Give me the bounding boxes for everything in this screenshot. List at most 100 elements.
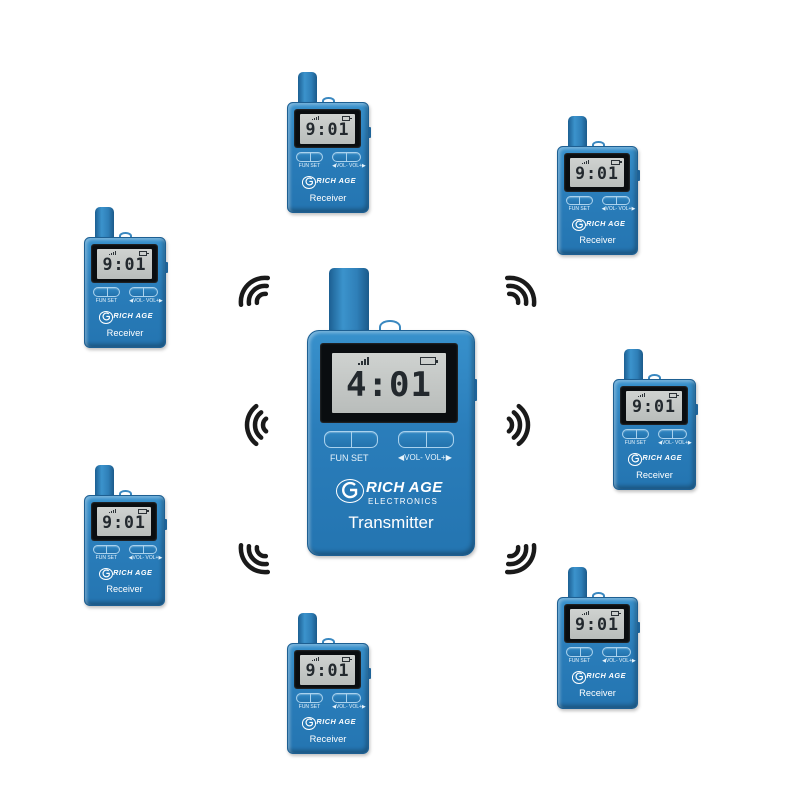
rich-age-logo-icon (98, 310, 114, 324)
antenna (329, 268, 369, 338)
battery-icon (668, 393, 680, 399)
signal-wave-icon (244, 403, 269, 447)
display-digits: 9:01 (574, 615, 620, 634)
volume-buttons (332, 693, 361, 703)
g-glyph-icon (305, 718, 313, 727)
fun-set-label: FUN SET (298, 163, 321, 170)
display-digits: 4:01 (346, 365, 432, 405)
signal-bar (361, 361, 363, 365)
lcd-display: 9:01 (96, 249, 153, 279)
signal-strength-icon (582, 159, 590, 164)
logo-g-icon (337, 481, 363, 505)
display-digits: 9:01 (102, 255, 147, 274)
wave-arc (504, 542, 537, 575)
wave-arc (260, 416, 269, 434)
receiver-label: Receiver (309, 192, 347, 203)
antenna (297, 613, 318, 652)
logo-g-icon (573, 672, 586, 684)
battery-icon (610, 159, 622, 165)
volume-buttons (658, 429, 687, 439)
display-digits: 9:01 (575, 163, 619, 183)
lcd-bezel: 9:01 (90, 244, 159, 284)
signal-bar (364, 359, 366, 365)
antenna (94, 465, 115, 504)
battery-icon (420, 357, 438, 365)
lcd-display: 9:01 (96, 506, 152, 536)
rich-age-logo-icon (571, 218, 587, 232)
fun-set-buttons (92, 287, 121, 297)
wave-arc (516, 403, 531, 447)
rich-age-logo-icon (627, 452, 643, 466)
lcd-bezel: 9:01 (90, 501, 158, 541)
fun-set-buttons (295, 152, 324, 162)
signal-strength-icon (582, 611, 590, 615)
signal-bar (644, 393, 646, 397)
brand-name: RICH AGE (316, 175, 357, 185)
signal-wave-icon (506, 403, 531, 447)
side-button (368, 667, 371, 679)
side-button (368, 126, 371, 138)
side-button (695, 403, 698, 415)
g-glyph-icon (575, 220, 583, 229)
g-glyph-icon (575, 672, 583, 681)
fun-set-label: FUN SET (624, 440, 647, 447)
signal-strength-icon (312, 116, 320, 120)
wave-arc (505, 283, 529, 307)
rich-age-logo-icon (301, 175, 317, 189)
rich-age-logo-icon (98, 567, 114, 581)
signal-wave-icon (504, 275, 537, 308)
wave-arc (504, 275, 537, 308)
brand-name: RICH AGE (113, 310, 154, 320)
signal-bar (584, 161, 586, 164)
lcd-bezel: 4:01 (320, 343, 458, 423)
signal-strength-icon (638, 393, 646, 397)
fun-set-label: FUN SET (298, 704, 321, 711)
signal-strength-icon (109, 251, 117, 255)
volume-label: ◀VOL- VOL+▶ (332, 163, 366, 170)
wave-arc (506, 291, 521, 306)
side-button (637, 170, 640, 181)
signal-bar (113, 509, 115, 513)
lanyard-ring (119, 232, 133, 241)
display-digits: 9:01 (305, 120, 350, 139)
volume-buttons (602, 647, 631, 657)
signal-bar (109, 511, 111, 513)
signal-strength-icon (109, 508, 117, 513)
wave-arc (506, 544, 521, 559)
fun-set-buttons (92, 544, 120, 554)
signal-bar (111, 510, 113, 513)
logo-g-icon (303, 177, 316, 189)
battery-icon (341, 116, 353, 122)
lanyard-ring (648, 374, 662, 383)
lanyard-ring (322, 97, 336, 106)
antenna (567, 116, 588, 155)
transmitter-label: Transmitter (348, 513, 434, 532)
side-button (474, 379, 477, 401)
antenna (623, 349, 644, 388)
wave-arc (254, 291, 269, 306)
lcd-bezel: 9:01 (293, 650, 362, 690)
fun-set-buttons (565, 195, 593, 205)
wave-arc (254, 544, 269, 559)
signal-bar (312, 119, 314, 120)
receiver-label: Receiver (309, 733, 347, 744)
antenna (297, 72, 318, 111)
lcd-display: 9:01 (299, 114, 356, 144)
lanyard-ring (118, 490, 132, 499)
battery-icon (341, 657, 353, 663)
signal-bar (582, 614, 584, 615)
receiver-label: Receiver (106, 327, 144, 338)
antenna (94, 207, 115, 246)
wave-arc (244, 403, 259, 447)
signal-bar (314, 659, 316, 661)
signal-wave-icon (238, 275, 271, 308)
